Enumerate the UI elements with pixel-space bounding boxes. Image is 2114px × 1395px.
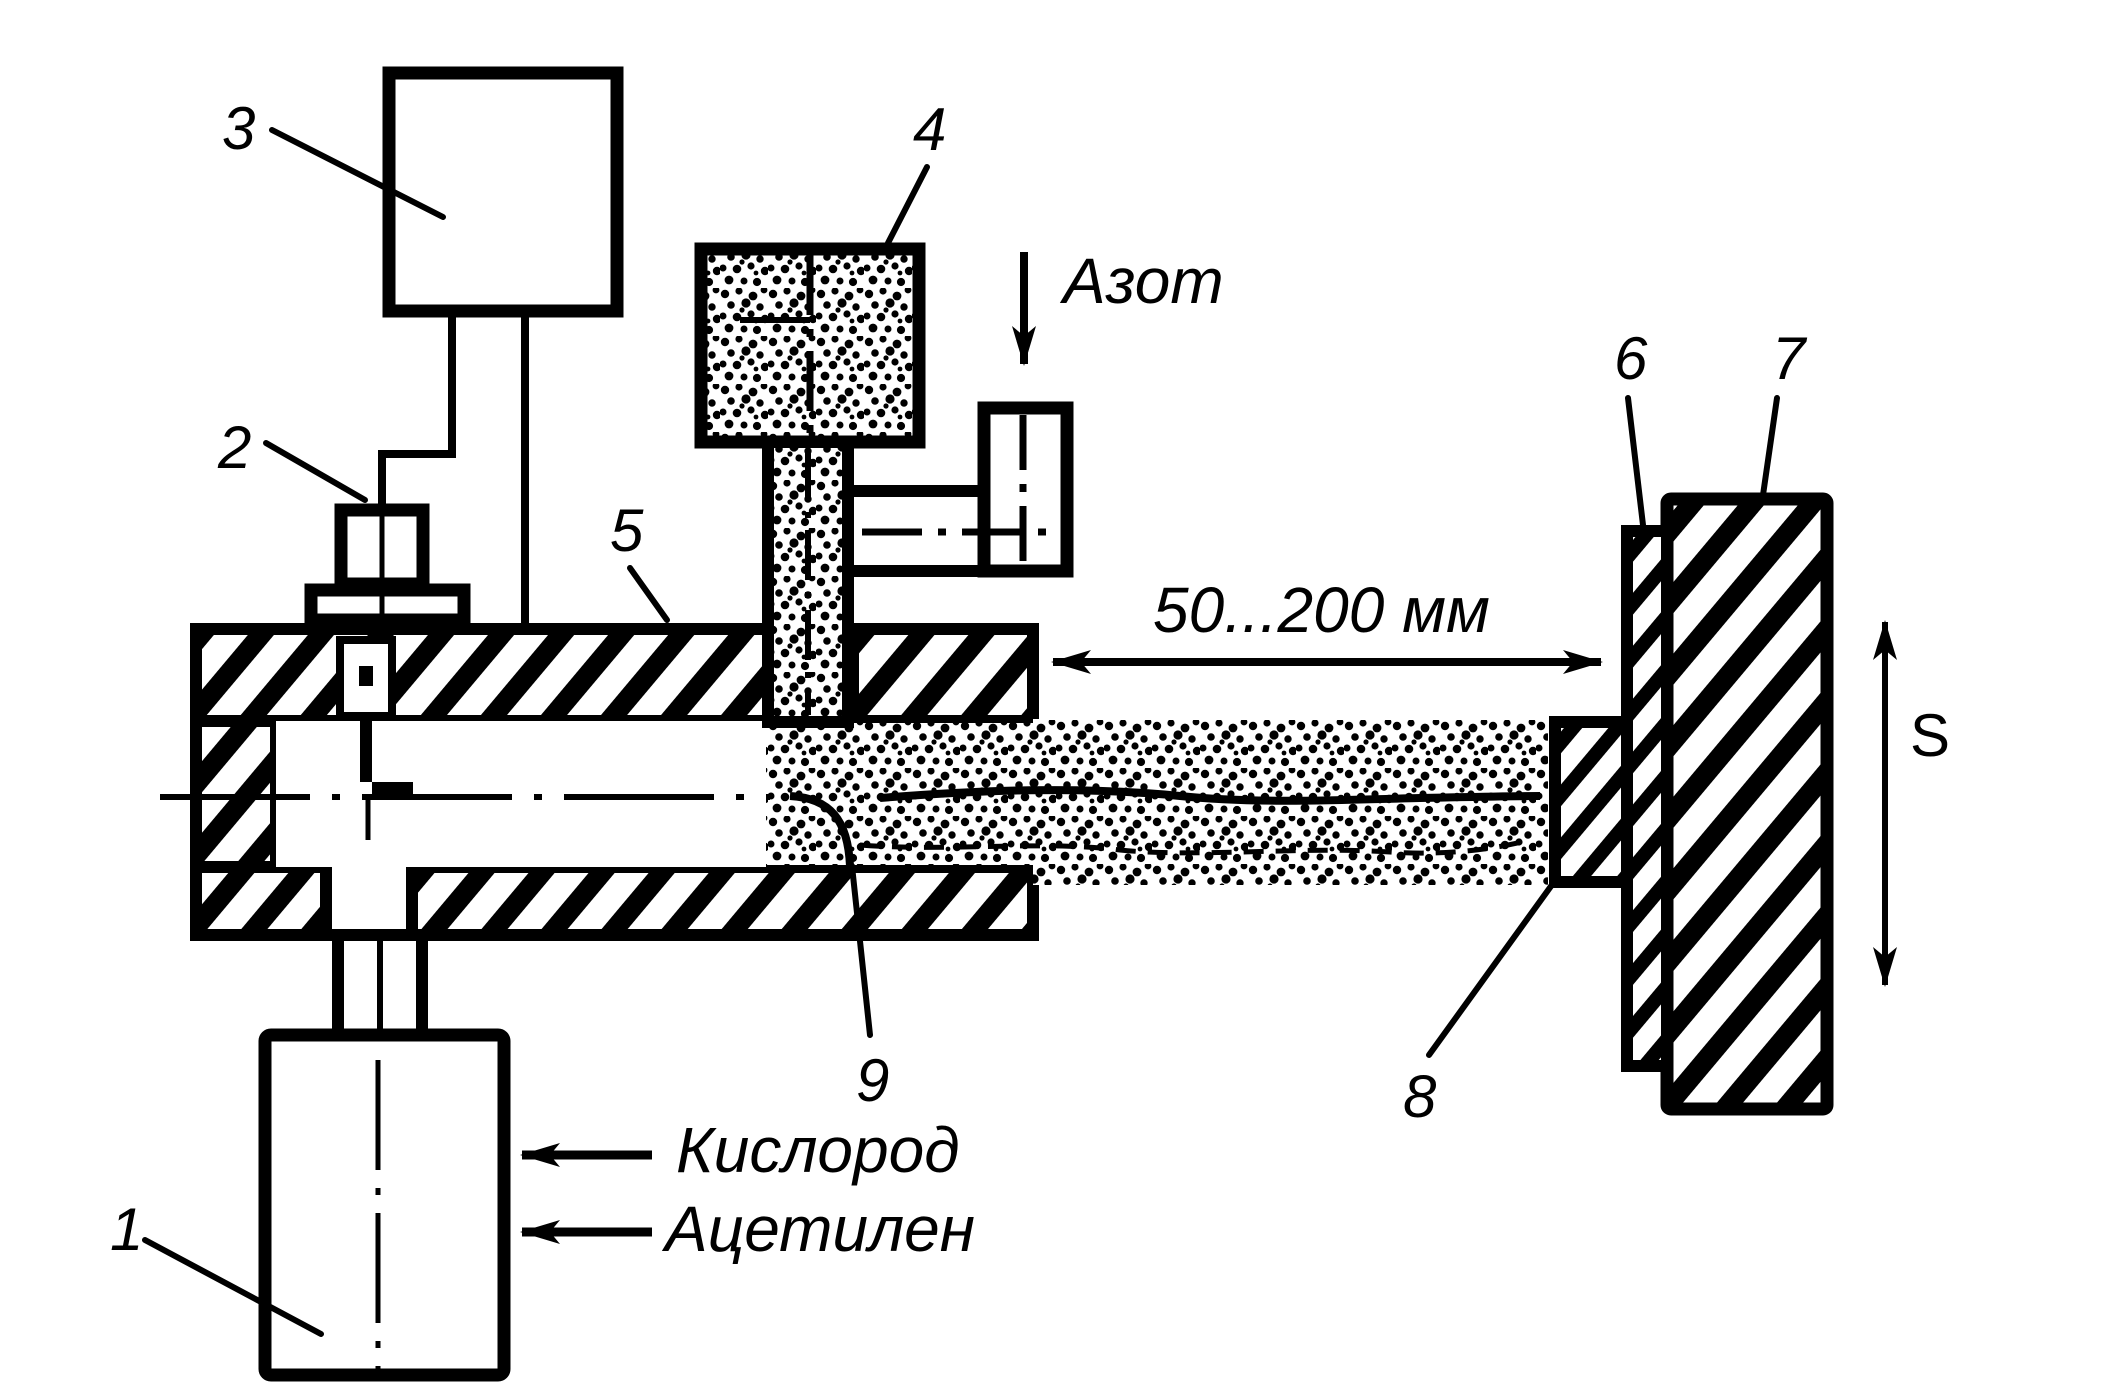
workpiece	[1549, 492, 1834, 1116]
deposit-8	[1549, 716, 1633, 888]
leader-3	[269, 127, 446, 220]
callout-4: 4	[913, 96, 946, 163]
callout-numbers: 1 2 3 4 5 6 7 8 9	[110, 95, 1808, 1263]
powder-jet	[766, 719, 1548, 885]
coating-6	[1621, 525, 1673, 1072]
leader-2	[263, 440, 368, 503]
callout-1: 1	[110, 1196, 143, 1263]
callout-5: 5	[610, 497, 644, 564]
valve-2	[304, 503, 471, 627]
mixer-box	[258, 1028, 511, 1382]
nitrogen-label: Азот	[1059, 245, 1224, 317]
callout-leaders	[142, 127, 1780, 1337]
top-wall-port	[336, 636, 396, 720]
leader-9	[849, 863, 873, 1038]
substrate-7	[1660, 492, 1834, 1116]
gas-mixer-1: Кислород Ацетилен	[258, 929, 975, 1382]
callout-7: 7	[1772, 325, 1808, 392]
nozzle	[360, 721, 413, 796]
leader-5	[627, 565, 670, 623]
leader-1	[142, 1237, 324, 1337]
motion-indicator: S	[1873, 620, 1950, 987]
powder-feeder-4	[694, 242, 926, 728]
port-plug	[359, 666, 373, 686]
leader-7	[1760, 395, 1780, 498]
callout-3: 3	[222, 95, 255, 162]
nitrogen-supply: Азот	[842, 245, 1224, 578]
callout-6: 6	[1614, 325, 1648, 392]
leader-8	[1426, 879, 1557, 1058]
callout-2: 2	[217, 414, 251, 481]
control-unit-3	[378, 66, 624, 623]
jet-trace-upper	[879, 786, 1541, 805]
valve-lower-block	[304, 583, 471, 627]
bottom-wall-right	[406, 861, 1039, 941]
motion-label: S	[1910, 702, 1950, 769]
top-wall-left	[190, 623, 774, 727]
callout-9: 9	[856, 1047, 889, 1114]
acetylene-label: Ацетилен	[661, 1193, 975, 1265]
jet-trace-lower	[859, 837, 1531, 856]
control-box	[382, 66, 624, 318]
distance-label: 50...200 мм	[1153, 574, 1490, 646]
bottom-wall-left	[190, 861, 332, 941]
flame-front-curve	[789, 792, 854, 867]
control-line-to-valve	[378, 311, 456, 508]
distance-dimension: 50...200 мм	[1051, 574, 1603, 674]
oxygen-label: Кислород	[676, 1114, 960, 1186]
top-wall-right	[847, 623, 1039, 727]
leader-6	[1625, 395, 1646, 528]
leader-4	[885, 164, 930, 246]
callout-8: 8	[1403, 1063, 1437, 1130]
